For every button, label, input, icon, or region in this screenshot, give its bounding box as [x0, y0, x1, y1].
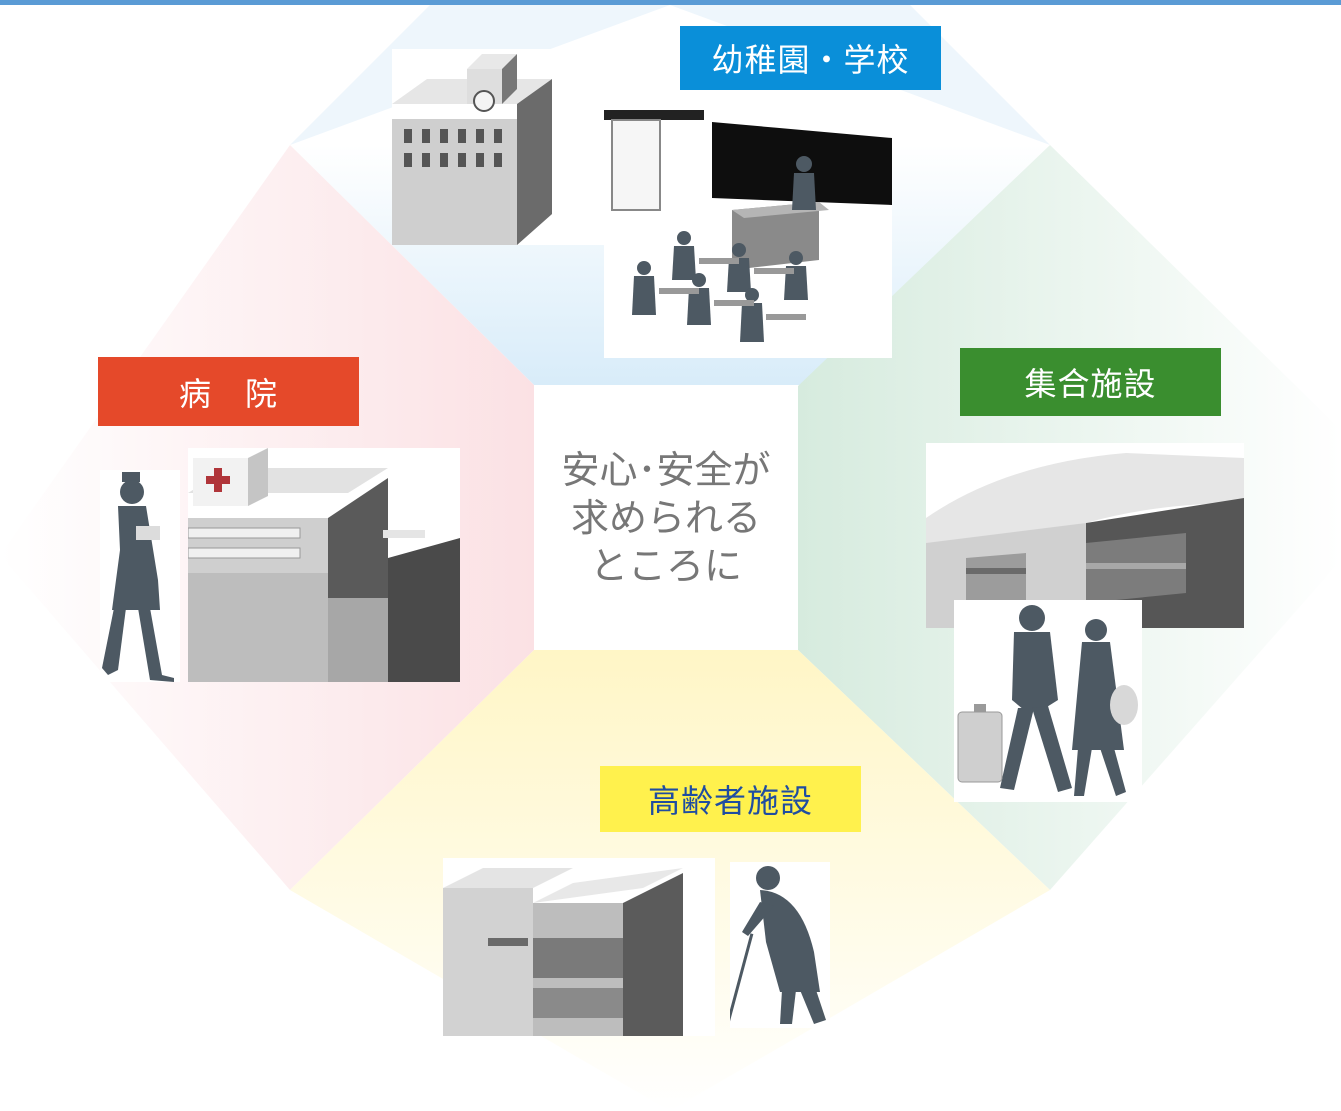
housing-label: 集合施設 [960, 348, 1221, 416]
travelers-image [954, 600, 1142, 802]
nurse-silhouette-icon [102, 472, 174, 682]
travelers-silhouette-icon [957, 605, 1138, 796]
elderly-label: 高齢者施設 [600, 766, 861, 832]
classroom-icon [604, 110, 892, 358]
center-message: 安心･安全が 求められる ところに [534, 386, 798, 650]
school-label: 幼稚園・学校 [680, 26, 941, 90]
center-line-3: ところに [589, 544, 742, 588]
nurse-image [100, 470, 180, 682]
center-line-1: 安心･安全が [561, 448, 771, 492]
center-line-2: 求められる [570, 496, 761, 540]
hospital-building-icon [188, 448, 460, 682]
care-facility-icon [443, 868, 683, 1036]
school-building-icon [392, 54, 552, 245]
elderly-person-image [730, 862, 830, 1028]
top-accent-bar [0, 0, 1341, 5]
hospital-label: 病 院 [98, 357, 359, 426]
school-building-image [392, 49, 635, 245]
elderly-silhouette-icon [730, 866, 826, 1027]
classroom-image [604, 110, 892, 358]
care-facility-image [443, 858, 715, 1036]
hospital-building-image [188, 448, 460, 682]
